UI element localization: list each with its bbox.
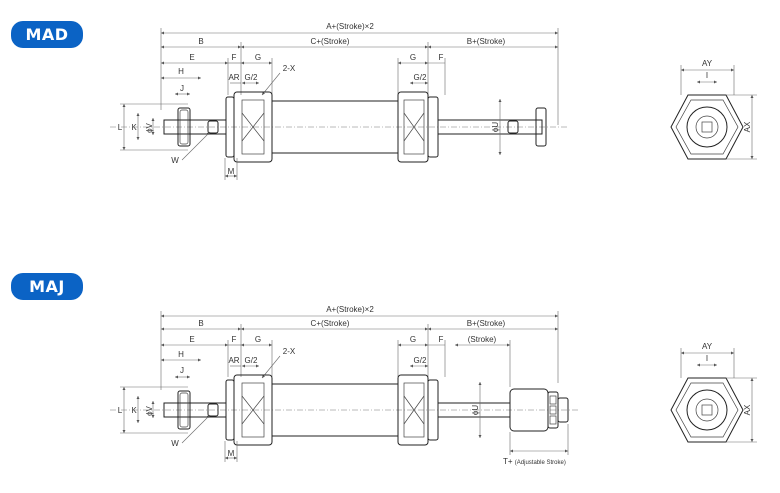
maj-c-label: C+(Stroke) <box>311 319 350 328</box>
maj-j-label: J <box>180 366 184 375</box>
mad-w-label: W <box>171 156 179 165</box>
mad-h-label: H <box>178 67 184 76</box>
maj-i-label: I <box>706 354 708 363</box>
maj-g-half-left-label: G/2 <box>245 356 258 365</box>
mad-f-right-label: F <box>439 53 444 62</box>
mad-badge: MAD <box>11 21 83 48</box>
maj-g-left-label: G <box>255 335 261 344</box>
mad-ay-label: AY <box>702 59 713 68</box>
mad-j-label: J <box>180 84 184 93</box>
maj-phi-v-label: ϕV <box>145 405 154 415</box>
mad-two-x-label: 2-X <box>283 64 296 73</box>
maj-two-x-label: 2-X <box>283 347 296 356</box>
maj-m-label: M <box>228 449 235 458</box>
maj-side-view: AY I AX <box>670 342 757 443</box>
maj-g-half-right-label: G/2 <box>414 356 427 365</box>
maj-b-stroke-label: B+(Stroke) <box>467 319 506 328</box>
maj-g-right-label: G <box>410 335 416 344</box>
maj-ar-label: AR <box>228 356 239 365</box>
mad-phi-v-label: ϕV <box>145 122 154 132</box>
mad-f-left-label: F <box>232 53 237 62</box>
maj-stroke-label: (Stroke) <box>468 335 497 344</box>
maj-e-label: E <box>189 335 194 344</box>
maj-t-plus-label: T+ (Adjustable Stroke) <box>503 457 566 466</box>
mad-side-view: AY I AX <box>670 59 757 160</box>
mad-m-label: M <box>228 167 235 176</box>
mad-k-label: K <box>131 123 137 132</box>
mad-b-stroke-label: B+(Stroke) <box>467 37 506 46</box>
maj-phi-u-label: ϕU <box>471 405 480 415</box>
maj-h-label: H <box>178 350 184 359</box>
mad-ar-label: AR <box>228 73 239 82</box>
mad-ax-label: AX <box>743 121 752 132</box>
mad-l-label: L <box>118 123 123 132</box>
maj-ax-label: AX <box>743 404 752 415</box>
maj-f-left-label: F <box>232 335 237 344</box>
mad-g-half-right-label: G/2 <box>414 73 427 82</box>
mad-g-half-left-label: G/2 <box>245 73 258 82</box>
mad-c-label: C+(Stroke) <box>311 37 350 46</box>
maj-f-right-label: F <box>439 335 444 344</box>
maj-b-label: B <box>198 319 203 328</box>
mad-drawing: A+(Stroke)×2 B C+(Stroke) B+(Stroke) E F… <box>110 22 757 180</box>
maj-ay-label: AY <box>702 342 713 351</box>
mad-g-right-label: G <box>410 53 416 62</box>
maj-l-label: L <box>118 406 123 415</box>
mad-b-label: B <box>198 37 203 46</box>
maj-a-label: A+(Stroke)×2 <box>326 305 374 314</box>
mad-a-label: A+(Stroke)×2 <box>326 22 374 31</box>
mad-i-label: I <box>706 71 708 80</box>
maj-badge: MAJ <box>11 273 83 300</box>
maj-w-label: W <box>171 439 179 448</box>
maj-k-label: K <box>131 406 137 415</box>
mad-g-left-label: G <box>255 53 261 62</box>
mad-phi-u-label: ϕU <box>491 122 500 132</box>
mad-e-label: E <box>189 53 194 62</box>
maj-drawing: A+(Stroke)×2 B C+(Stroke) B+(Stroke) E F… <box>110 305 757 466</box>
